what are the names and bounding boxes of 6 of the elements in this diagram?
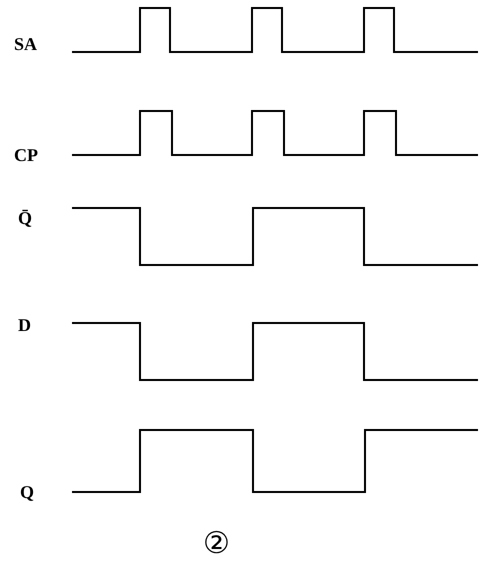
signal-name: SA: [14, 34, 38, 54]
signal-name: D: [18, 315, 31, 335]
signal-name: Q: [20, 482, 34, 502]
signal-name: CP: [14, 145, 38, 165]
figure-caption: ②: [203, 528, 230, 560]
signal-name: Q̄: [18, 208, 32, 228]
